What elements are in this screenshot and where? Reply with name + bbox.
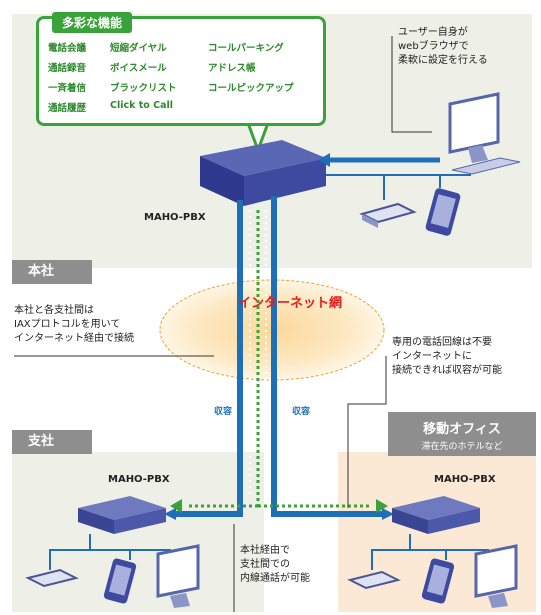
hq-smartphone-icon	[425, 188, 461, 236]
feature-item: コールピックアップ	[208, 83, 294, 94]
note-line: 本社と各支社間は	[14, 305, 94, 316]
mobile-pbx-device	[392, 496, 480, 534]
accommodate-label-left: 収容	[214, 407, 233, 417]
branch-smartphone-icon	[103, 558, 137, 604]
pbx-label-branch: MAHO-PBX	[108, 474, 170, 485]
mobile-office-subtitle: 滞在先のホテルなど	[421, 442, 503, 452]
note-line: 本社経由で	[240, 545, 290, 556]
trunk-to-branch	[170, 200, 243, 517]
note-line: webブラウザで	[398, 41, 469, 52]
feature-title: 多彩な機能	[52, 12, 133, 33]
note-line: 支社間での	[240, 559, 290, 570]
feature-list: 電話会議 短縮ダイヤル コールパーキング 通話録音 ボイスメール アドレス帳 一…	[48, 40, 318, 114]
note-via-hq: 本社経由で 支社間での 内線通話が可能	[240, 544, 310, 586]
mobile-office-title: 移動オフィス	[423, 422, 501, 437]
extension-route	[188, 210, 370, 508]
tag-branch: 支社	[12, 430, 92, 454]
note-line: 柔軟に設定を行える	[398, 55, 488, 66]
hq-pc-icon	[448, 92, 521, 175]
note-line: 接続できれば収容が可能	[392, 365, 502, 376]
trunk-to-mobile	[271, 196, 388, 517]
leader-noline	[347, 356, 387, 508]
feature-item: Click to Call	[110, 100, 174, 111]
hq-phone-icon	[359, 202, 417, 228]
internet-label: インターネット網	[238, 296, 343, 311]
mobile-phone-icon	[347, 570, 401, 590]
note-line: 内線通話が可能	[240, 573, 310, 584]
hq-link-phones	[326, 174, 441, 200]
branch-lan	[49, 534, 171, 570]
note-no-line: 専用の電話回線は不要 インターネットに 接続できれば収容が可能	[392, 336, 502, 378]
note-line: インターネット経由で接続	[14, 333, 134, 344]
accommodate-label-right: 収容	[292, 407, 311, 417]
note-line: 専用の電話回線は不要	[392, 337, 492, 348]
feature-item: 通話録音	[48, 63, 87, 74]
feature-item: 一斉着信	[48, 83, 87, 94]
tag-hq: 本社	[12, 260, 92, 284]
feature-callout	[36, 16, 326, 126]
feature-item: コールパーキング	[208, 43, 284, 54]
pbx-label-hq: MAHO-PBX	[144, 212, 206, 223]
feature-item: アドレス帳	[208, 63, 256, 74]
feature-item: 電話会議	[48, 43, 87, 54]
note-line: ユーザー自身が	[398, 27, 468, 38]
note-line: IAXプロトコルを用いて	[14, 319, 121, 330]
hq-pbx-device	[200, 140, 326, 206]
branch-pbx-device	[78, 496, 166, 534]
note-iax: 本社と各支社間は IAXプロトコルを用いて インターネット経由で接続	[14, 304, 134, 346]
pbx-label-mobile: MAHO-PBX	[434, 474, 496, 485]
branch-pc-icon	[156, 544, 200, 608]
feature-item: ブラックリスト	[110, 83, 177, 94]
tag-mobile-office: 移動オフィス 滞在先のホテルなど	[388, 412, 536, 456]
note-line: インターネットに	[392, 351, 472, 362]
branch-phone-icon	[25, 568, 79, 588]
note-web-config: ユーザー自身が webブラウザで 柔軟に設定を行える	[398, 26, 488, 68]
feature-item: 短縮ダイヤル	[110, 43, 167, 54]
feature-item: 通話履歴	[48, 103, 87, 114]
mobile-smartphone-icon	[421, 558, 455, 604]
mobile-pc-icon	[474, 544, 518, 608]
branch-zone	[12, 452, 264, 612]
leader-web	[391, 36, 432, 133]
feature-item: ボイスメール	[110, 63, 167, 74]
